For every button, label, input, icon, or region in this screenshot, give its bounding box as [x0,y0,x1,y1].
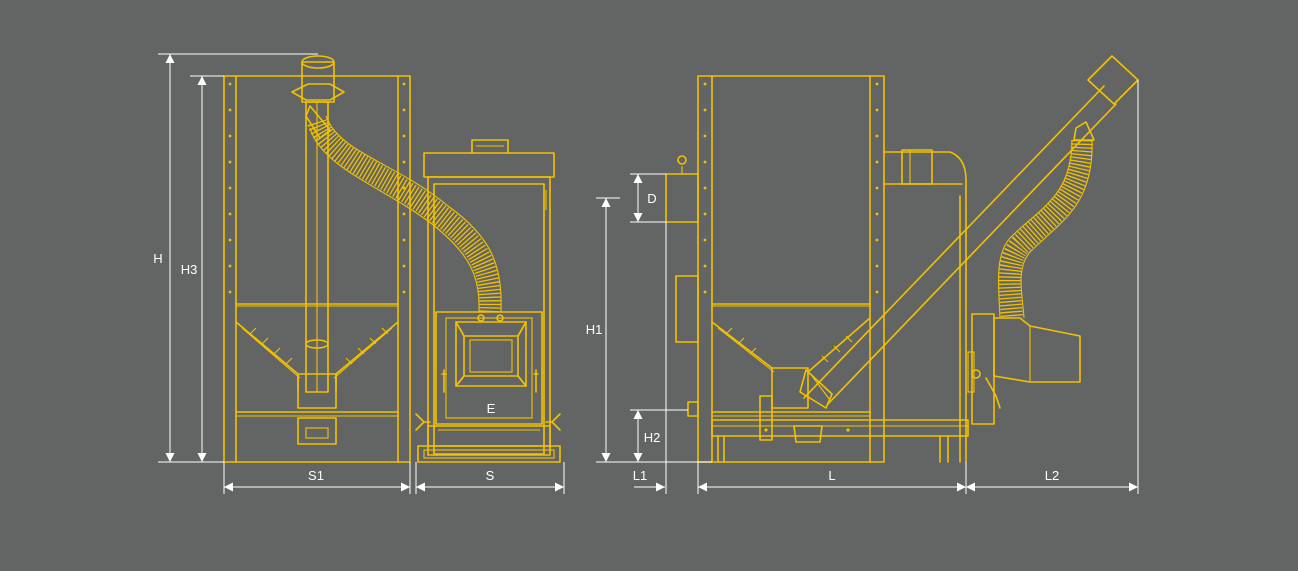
front-boiler [415,139,561,463]
side-left-fittings [665,155,699,417]
label-s: S [486,468,495,483]
label-h2: H2 [644,430,661,445]
label-l2: L2 [1045,468,1059,483]
label-e: E [487,401,496,416]
label-s1: S1 [308,468,324,483]
side-hopper [697,75,885,463]
front-hopper [223,75,411,463]
dimension-labels: H H3 S1 S E D H1 H2 L1 L L2 [153,191,1059,483]
side-flex-hose [997,121,1095,319]
label-l: L [828,468,835,483]
front-flex-hose [307,115,502,313]
label-l1: L1 [633,468,647,483]
label-h1: H1 [586,322,603,337]
label-h: H [153,251,162,266]
side-view [596,55,1139,494]
side-boiler [883,149,967,463]
side-dimensions [596,80,1139,494]
side-burner [967,313,1081,425]
side-inclined-auger [799,55,1139,409]
front-dimensions [158,53,565,494]
label-d: D [647,191,656,206]
side-base [711,395,969,463]
front-view [158,53,565,494]
front-auger-tube [291,55,345,393]
label-h3: H3 [181,262,198,277]
